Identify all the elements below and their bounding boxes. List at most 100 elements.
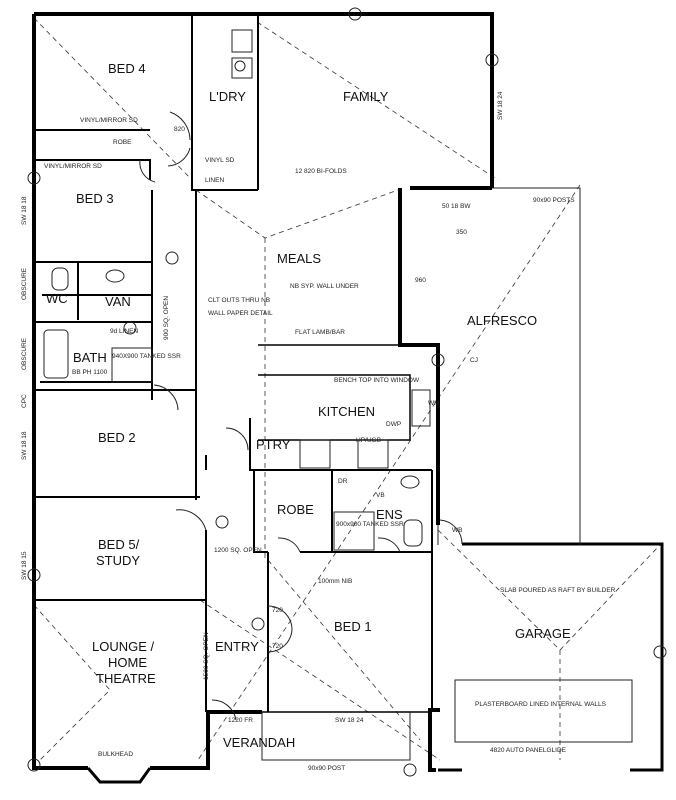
room-laundry: L'DRY: [209, 89, 246, 104]
room-bath: BATH: [73, 350, 107, 365]
annotations: VINYL/MIRROR SD ROBE VINYL/MIRROR SD VIN…: [44, 117, 616, 772]
note-bath-spec: BB PH 1100: [72, 369, 108, 376]
note-open3: 900 SQ. OPEN: [163, 296, 170, 340]
note-folds: 12 820 BI-FOLDS: [295, 168, 347, 175]
room-verandah: VERANDAH: [223, 735, 295, 750]
laundry-cabinet: [231, 29, 253, 53]
cooktop: [357, 439, 389, 469]
room-bed5-line1: BED 5/: [98, 537, 140, 552]
note-vb: VB: [376, 492, 385, 499]
note-dwp: DWP: [386, 421, 401, 428]
note-hp-ugb: HP/UGB: [356, 437, 381, 444]
rotated-annotations: SW 18 18 SW 18 18 SW 18 15 OBSCURE OBSCU…: [21, 91, 504, 680]
note-sw-left2: SW 18 18: [21, 431, 28, 460]
fridge-space: [299, 439, 331, 469]
room-bed5-line2: STUDY: [96, 553, 140, 568]
downpipe-icon: [431, 353, 445, 367]
room-alfresco: ALFRESCO: [467, 313, 537, 328]
downpipe-icon: [485, 53, 499, 67]
note-dim-960: 960: [415, 277, 426, 284]
ensuite-basin: [400, 475, 420, 489]
downpipe-icon: [653, 645, 667, 659]
note-obscure2: OBSCURE: [21, 337, 28, 370]
note-post: 90x90 POST: [308, 765, 345, 772]
light-point-icon: [251, 617, 265, 631]
light-point-icon: [234, 60, 246, 72]
room-labels: BED 4 L'DRY FAMILY BED 3 MEALS ALFRESCO …: [46, 61, 571, 750]
note-vinyl-mirror-top: VINYL/MIRROR SD: [80, 117, 138, 124]
note-wm: WM: [428, 400, 440, 407]
note-plasterboard: PLASTERBOARD LINED INTERNAL WALLS: [475, 701, 607, 708]
room-kitchen: KITCHEN: [318, 404, 375, 419]
note-dim-820: 820: [174, 126, 185, 133]
room-lounge-line2: HOME: [108, 655, 147, 670]
note-bench-top: BENCH TOP INTO WINDOW: [334, 377, 420, 384]
note-robe: ROBE: [113, 139, 132, 146]
note-nib: 9d LINEN: [110, 328, 138, 335]
doors: [139, 111, 463, 721]
bath-shower: [111, 347, 153, 383]
note-dim-720: 720: [272, 607, 283, 614]
note-bw-top: 50 18 BW: [442, 203, 471, 210]
note-ens-wall: 100mm NIB: [318, 578, 352, 585]
room-ptry: PTRY: [256, 437, 291, 452]
note-wb: WB: [452, 527, 462, 534]
light-point-icon: [123, 321, 137, 335]
room-lounge-line1: LOUNGE /: [92, 639, 155, 654]
ensuite-shower: [333, 511, 375, 551]
vanity-basin: [105, 269, 125, 283]
downpipe-icon: [348, 7, 362, 21]
room-bed1: BED 1: [334, 619, 372, 634]
note-slab: SLAB POURED AS RAFT BY BUILDER: [500, 587, 616, 594]
note-tanked2: 900x900 TANKED SSR: [336, 521, 404, 528]
room-van: VAN: [105, 294, 131, 309]
note-dim-720b: 720: [272, 643, 283, 650]
room-robe: ROBE: [277, 502, 314, 517]
room-bed2: BED 2: [98, 430, 136, 445]
room-family: FAMILY: [343, 89, 389, 104]
kitchen-sink: [411, 389, 431, 427]
light-point-icon: [165, 251, 179, 265]
room-lounge-line3: THEATRE: [96, 671, 156, 686]
downpipe-icon: [403, 763, 417, 777]
bath-tub: [43, 329, 69, 379]
note-sw-left1: SW 18 18: [21, 196, 28, 225]
room-entry: ENTRY: [215, 639, 259, 654]
room-meals: MEALS: [277, 251, 321, 266]
note-obscure1: OBSCURE: [21, 267, 28, 300]
note-bulkhead: BULKHEAD: [98, 751, 133, 758]
note-vinyl-mirror-mid: VINYL/MIRROR SD: [44, 163, 102, 170]
note-wall-under: NB SYP. WALL UNDER: [290, 283, 359, 290]
note-sw-verandah: SW 18 24: [335, 717, 364, 724]
note-tanked: 940X900 TANKED SSR: [112, 353, 181, 360]
room-bed3: BED 3: [76, 191, 114, 206]
note-sw-right: SW 18 24: [497, 91, 504, 120]
note-dr: DR: [338, 478, 348, 485]
note-linen: LINEN: [205, 177, 224, 184]
note-flat-lamp: FLAT LAMB/BAR: [295, 329, 345, 336]
note-cj: CJ: [470, 357, 478, 364]
downpipe-icon: [27, 568, 41, 582]
room-wc: WC: [46, 291, 68, 306]
outline-thin: [261, 187, 633, 761]
wc-pan: [51, 267, 69, 291]
light-symbols: [27, 7, 667, 777]
room-garage: GARAGE: [515, 626, 571, 641]
room-ens: ENS: [376, 507, 403, 522]
note-posts: 90x90 POSTS: [533, 197, 575, 204]
downpipe-icon: [27, 171, 41, 185]
ensuite-wc: [403, 519, 423, 547]
note-sw-left3: SW 18 15: [21, 551, 28, 580]
downpipe-icon: [27, 758, 41, 772]
light-point-icon: [215, 515, 229, 529]
note-open2: 1500 SQ. OPEN: [203, 632, 210, 680]
note-vinyl-sd: VINYL SD: [205, 157, 235, 164]
note-cpc: CPC: [21, 394, 28, 408]
laundry-trough: [231, 57, 253, 79]
note-cut-outs: CLT OUTS THRU NB: [208, 297, 270, 304]
note-panel-lift: 4820 AUTO PANELGLIDE: [490, 747, 567, 754]
external-walls: [32, 12, 664, 784]
note-fr: 1220 FR: [228, 717, 253, 724]
room-bed4: BED 4: [108, 61, 146, 76]
